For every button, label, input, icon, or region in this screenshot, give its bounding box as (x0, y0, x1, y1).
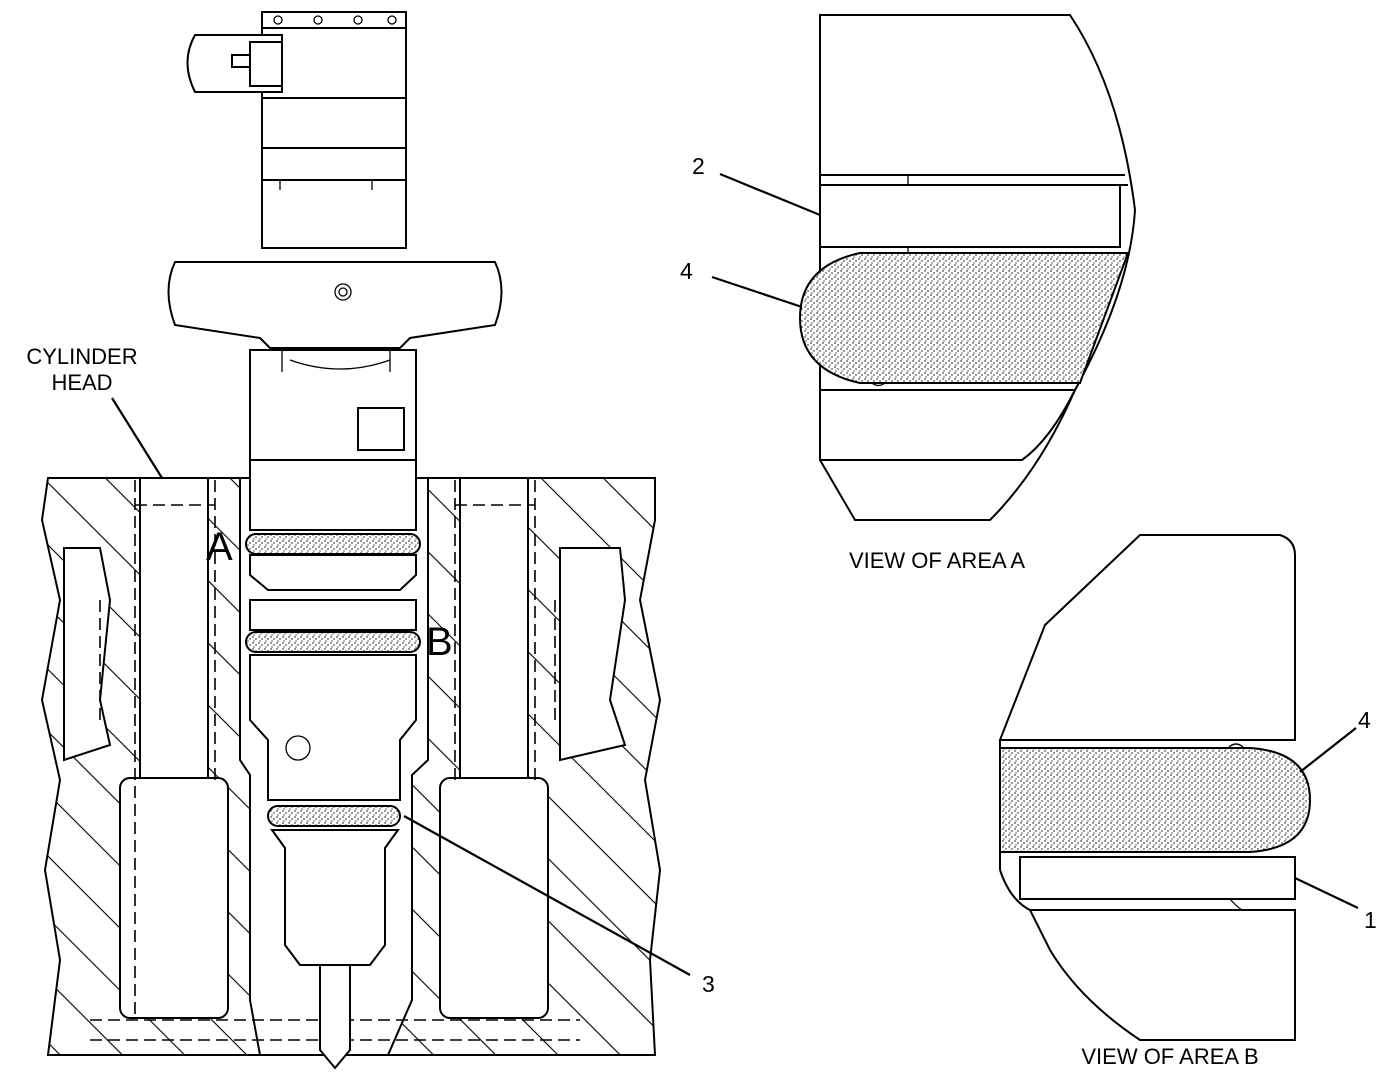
fuel-injector (167, 11, 503, 1070)
item-4b-leader (1299, 727, 1357, 773)
left-bore (139, 477, 209, 779)
view-area-b (998, 534, 1312, 1041)
callout-4-view-b: 4 (1358, 707, 1371, 733)
view-b-seal (999, 747, 1312, 853)
callout-3: 3 (702, 971, 715, 997)
callout-4-view-a: 4 (680, 258, 693, 284)
item-4a-leader (711, 275, 803, 309)
seal-area-a (245, 533, 421, 555)
seal-area-b (245, 631, 421, 653)
item-2-leader (719, 172, 821, 217)
view-a-seal (798, 252, 1130, 384)
right-bore (459, 477, 529, 779)
view-a-caption: VIEW OF AREA A (849, 548, 1025, 573)
view-b-caption: VIEW OF AREA B (1081, 1044, 1258, 1069)
cylinder-head-leader (111, 397, 163, 479)
cylinder-head-label-line1: CYLINDER (26, 344, 137, 369)
cylinder-head-label-line2: HEAD (51, 370, 112, 395)
left-cavity (63, 547, 112, 762)
area-a-marker: A (206, 525, 233, 569)
callout-2: 2 (692, 153, 705, 179)
hold-down-clamp (167, 261, 503, 349)
item-1-leader (1294, 877, 1359, 909)
callout-1: 1 (1364, 907, 1377, 933)
right-cavity (559, 547, 627, 762)
area-b-marker: B (426, 620, 453, 664)
right-bore-lower (439, 777, 549, 1019)
item-3-leader (403, 815, 691, 976)
left-bore-lower (119, 777, 229, 1019)
seal-item-3 (267, 805, 401, 827)
view-area-a (798, 14, 1137, 521)
